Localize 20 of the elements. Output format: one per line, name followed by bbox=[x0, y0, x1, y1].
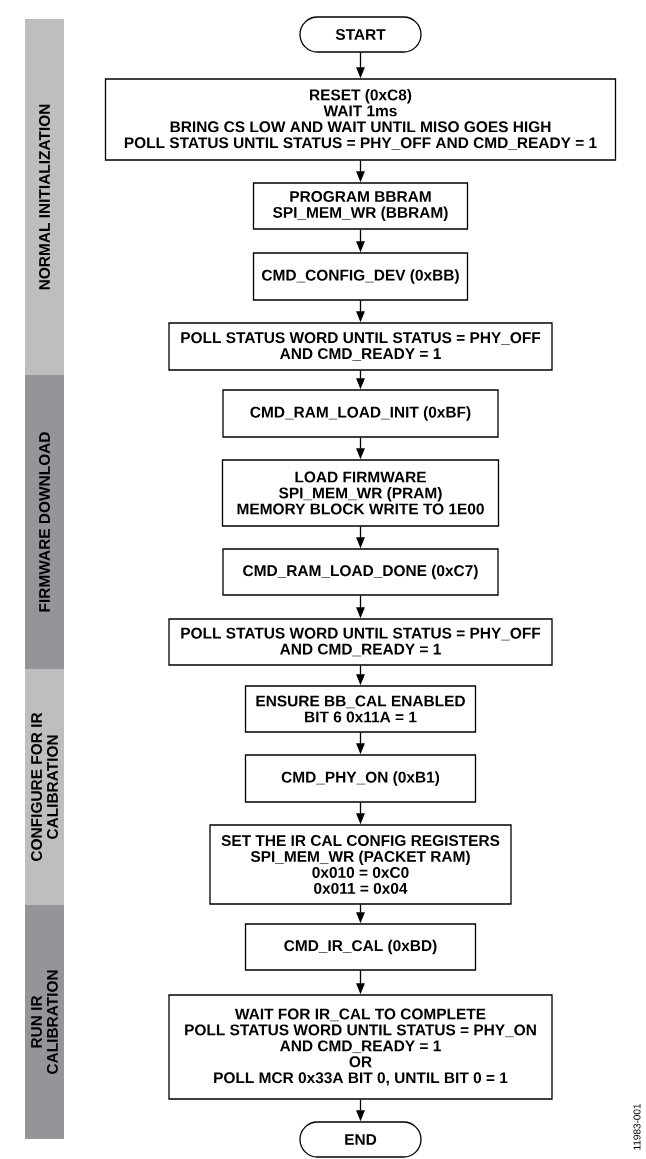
process-box: SET THE IR CAL CONFIG REGISTERS SPI_MEM_WR (PACKET RAM) 0x010 = 0xC0 0x011 = 0x04 bbox=[209, 824, 512, 905]
process-box: PROGRAM BBRAM SPI_MEM_WR (BBRAM) bbox=[252, 182, 469, 230]
section-band: RUN IR CALIBRATION bbox=[25, 905, 64, 1139]
process-box: CMD_RAM_LOAD_DONE (0xC7) bbox=[222, 548, 499, 596]
process-box: POLL STATUS WORD UNTIL STATUS = PHY_OFF AND CMD_READY = 1 bbox=[168, 618, 553, 666]
section-band: CONFIGURE FOR IR CALIBRATION bbox=[25, 669, 64, 905]
terminator: START bbox=[299, 16, 422, 53]
process-box: CMD_IR_CAL (0xBD) bbox=[244, 923, 477, 971]
section-band: NORMAL INITIALIZATION bbox=[25, 19, 64, 375]
process-box: WAIT FOR IR_CAL TO COMPLETE POLL STATUS WORD UNTIL STATUS = PHY_ON AND CMD_READY = 1 OR POLL MCR 0x33A BIT 0, UNTIL BIT 0 = 1 bbox=[168, 994, 553, 1100]
figure-number: 11983-001 bbox=[633, 1104, 641, 1150]
section-band: FIRMWARE DOWNLOAD bbox=[25, 375, 64, 669]
process-box: RESET (0xC8) WAIT 1ms BRING CS LOW AND WAIT UNTIL MISO GOES HIGH POLL STATUS UNTIL STATUS = PHY_OFF AND CMD_READY = 1 bbox=[104, 78, 617, 161]
process-box: CMD_CONFIG_DEV (0xBB) bbox=[252, 252, 469, 301]
process-box: CMD_RAM_LOAD_INIT (0xBF) bbox=[222, 389, 499, 438]
process-box: ENSURE BB_CAL ENABLED BIT 6 0x11A = 1 bbox=[244, 685, 477, 733]
process-box: LOAD FIRMWARE SPI_MEM_WR (PRAM) MEMORY BLOCK WRITE TO 1E00 bbox=[221, 459, 500, 527]
process-box: POLL STATUS WORD UNTIL STATUS = PHY_OFF AND CMD_READY = 1 bbox=[168, 322, 553, 371]
process-box: CMD_PHY_ON (0xB1) bbox=[244, 754, 477, 803]
terminator: END bbox=[299, 1121, 422, 1158]
